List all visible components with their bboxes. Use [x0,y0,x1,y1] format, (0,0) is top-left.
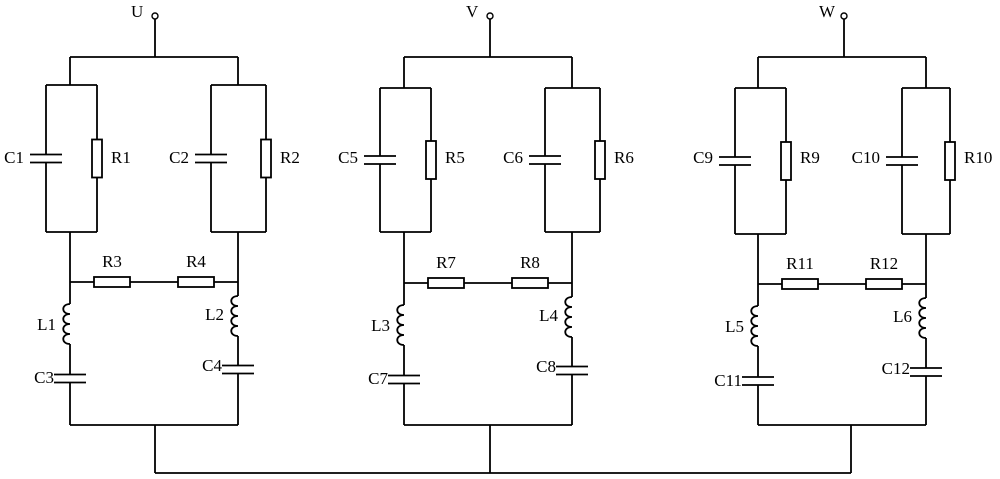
terminal-node [151,12,159,20]
bridge-res-left-label: R7 [436,253,456,272]
bridge-res-left-label: R11 [786,254,814,273]
res-right [594,140,606,180]
ind-left [62,303,71,345]
ind-left [396,304,405,346]
res-right [944,141,956,181]
bridge-res-right-label: R12 [870,254,898,273]
ind-left [750,305,759,347]
cap-bottom-right-label: C8 [536,357,556,376]
bridge-res-right [177,276,215,288]
res-left [780,141,792,181]
cap-right-label: C6 [503,148,523,167]
cap-right-label: C2 [169,148,189,167]
res-right-label: R6 [614,148,634,167]
phase-1-network [30,12,272,473]
ind-left-label: L3 [371,316,390,335]
res-left [91,138,103,179]
bridge-res-left [427,277,465,289]
bridge-res-right-label: R8 [520,253,540,272]
circuit-wiring [30,12,956,474]
res-left-label: R9 [800,148,820,167]
ind-right-label: L6 [893,307,912,326]
ind-left-label: L1 [37,315,56,334]
ind-right-label: L2 [205,305,224,324]
terminal-label: W [819,2,836,21]
res-right-label: R2 [280,148,300,167]
bridge-res-left-label: R3 [102,252,122,271]
cap-bottom-right-label: C4 [202,356,222,375]
terminal-node [486,12,494,20]
ind-right [918,297,927,339]
res-left [425,140,437,180]
bridge-res-right-label: R4 [186,252,206,271]
ind-right [230,295,239,337]
res-left-label: R5 [445,148,465,167]
bridge-res-left [93,276,131,288]
ind-right [564,296,573,338]
res-right [260,138,272,179]
bridge-res-right [865,278,903,290]
res-left-label: R1 [111,148,131,167]
cap-bottom-left-label: C7 [368,369,388,388]
bridge-res-left [781,278,819,290]
cap-left-label: C5 [338,148,358,167]
terminal-node [840,12,848,20]
ind-right-label: L4 [539,306,558,325]
cap-bottom-right-label: C12 [882,359,910,378]
ind-left-label: L5 [725,317,744,336]
bridge-res-right [511,277,549,289]
cap-bottom-left-label: C11 [714,371,742,390]
phase-3-network [719,12,956,473]
cap-left-label: C9 [693,148,713,167]
res-right-label: R10 [964,148,992,167]
phase-2-network [364,12,606,473]
terminal-label: U [131,2,143,21]
cap-right-label: C10 [852,148,880,167]
terminal-label: V [466,2,479,21]
cap-bottom-left-label: C3 [34,368,54,387]
cap-left-label: C1 [4,148,24,167]
